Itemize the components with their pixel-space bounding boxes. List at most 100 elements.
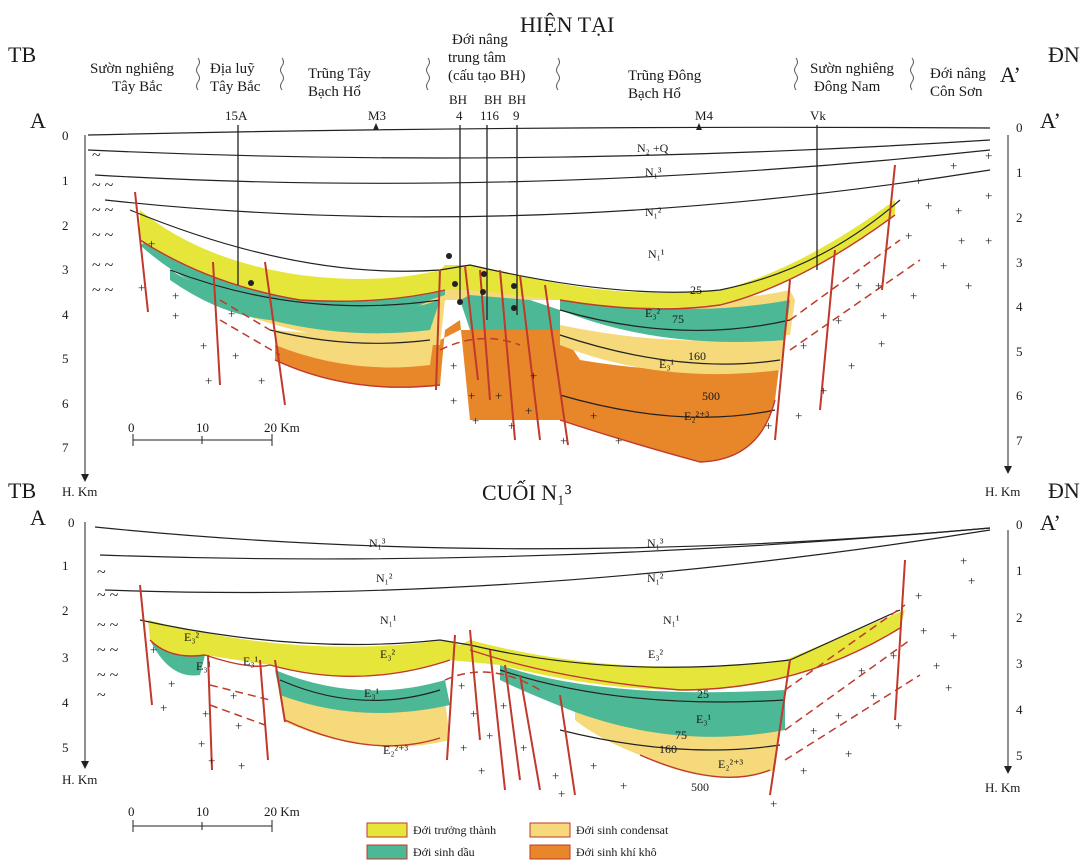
top-left-direction: TB bbox=[8, 42, 36, 67]
svg-text:~: ~ bbox=[97, 687, 106, 704]
bottom-left-ticks: 0 1 2 3 4 5 bbox=[62, 515, 75, 755]
svg-text:+: + bbox=[925, 198, 932, 213]
scale-end: 20 Km bbox=[264, 420, 300, 435]
svg-text:+: + bbox=[172, 308, 179, 323]
depth-tick-label: 3 bbox=[1016, 255, 1023, 270]
svg-text:+: + bbox=[770, 796, 777, 811]
depth-tick-label: 6 bbox=[62, 396, 69, 411]
svg-text:+: + bbox=[138, 280, 145, 295]
layer-label-e32: E₃² bbox=[184, 630, 200, 644]
bottom-dashed-contacts bbox=[209, 604, 921, 761]
top-section: HIỆN TẠI TB ĐN A A’ A’ Sườn nghiêng Tây … bbox=[8, 12, 1080, 499]
depth-tick-label: 4 bbox=[1016, 299, 1023, 314]
top-title: HIỆN TẠI bbox=[520, 12, 614, 37]
svg-text:+: + bbox=[590, 758, 597, 773]
svg-text:+: + bbox=[450, 393, 457, 408]
layer-label-n13: N₁³ bbox=[369, 536, 386, 550]
svg-text:+: + bbox=[880, 308, 887, 323]
legend-label: Đới sinh khí khô bbox=[576, 845, 657, 859]
bottom-red-contacts bbox=[149, 627, 901, 778]
right-depth-ticks: 0 1 2 3 4 5 6 7 bbox=[1016, 120, 1023, 448]
well-label-bh: BH bbox=[484, 92, 502, 107]
top-layer-labels: N₂ +Q N₁³ N₁² N₁¹ E₃² E₃¹ E₂²⁺³ 25 75 16… bbox=[637, 141, 720, 423]
top-dashed-contacts bbox=[219, 239, 921, 356]
oil-zone-a bbox=[150, 640, 205, 676]
svg-text:+: + bbox=[200, 338, 207, 353]
bottom-left-point: A bbox=[30, 505, 46, 530]
bottom-faults bbox=[139, 559, 906, 796]
layer-label-n12: N₁² bbox=[645, 205, 662, 219]
svg-text:+: + bbox=[486, 728, 493, 743]
condensate-zone-c bbox=[560, 325, 785, 375]
svg-text:+: + bbox=[228, 306, 235, 321]
bottom-horizons bbox=[94, 526, 991, 751]
svg-text:+: + bbox=[148, 236, 155, 251]
layer-label-n2q: N₂ +Q bbox=[637, 141, 669, 155]
depth-tick-label: 7 bbox=[1016, 433, 1023, 448]
layer-label-e23: E₂²⁺³ bbox=[718, 757, 743, 771]
well-label-4: 4 bbox=[456, 108, 463, 123]
svg-text:+: + bbox=[208, 753, 215, 768]
svg-text:+: + bbox=[945, 680, 952, 695]
bottom-scale-bar: 0 10 20 Km bbox=[128, 804, 300, 832]
depth-tick-label: 6 bbox=[1016, 388, 1023, 403]
depth-tick-label: 0 bbox=[1016, 120, 1023, 135]
zone-label: Địa luỹ bbox=[210, 61, 255, 77]
zone-label: (cấu tạo BH) bbox=[448, 68, 525, 84]
depth-tick-label: 0 bbox=[1016, 517, 1023, 532]
oil-zone-a bbox=[140, 240, 445, 323]
depth-tick-label: 1 bbox=[1016, 563, 1023, 578]
scale-start: 0 bbox=[128, 804, 135, 819]
layer-label-e32: E₃² bbox=[645, 306, 661, 320]
svg-text:+: + bbox=[450, 358, 457, 373]
layer-label-e31: E₃¹ bbox=[364, 686, 380, 700]
svg-text:+: + bbox=[520, 740, 527, 755]
svg-text:+: + bbox=[800, 763, 807, 778]
svg-text:+: + bbox=[620, 778, 627, 793]
svg-text:+: + bbox=[933, 658, 940, 673]
svg-text:+: + bbox=[920, 623, 927, 638]
zone-label: Sườn nghiêng bbox=[810, 61, 894, 77]
svg-text:+: + bbox=[875, 278, 882, 293]
svg-text:~: ~ bbox=[97, 564, 106, 581]
svg-text:+: + bbox=[558, 786, 565, 801]
svg-text:~ ~: ~ ~ bbox=[92, 227, 114, 244]
layer-label-n11: N₁¹ bbox=[380, 613, 397, 627]
well-top-markers bbox=[373, 123, 702, 130]
layer-label-n12: N₁² bbox=[376, 571, 393, 585]
depth-tick-label: 5 bbox=[1016, 748, 1023, 763]
isoline-500: 500 bbox=[691, 780, 709, 794]
svg-text:+: + bbox=[472, 413, 479, 428]
zone-label: Trũng Đông bbox=[628, 68, 702, 84]
zone-label: Đới nâng bbox=[452, 32, 508, 48]
svg-text:+: + bbox=[845, 746, 852, 761]
depth-tick-label: 5 bbox=[62, 351, 69, 366]
layer-label-n11: N₁¹ bbox=[663, 613, 680, 627]
zone-label: Trũng Tây bbox=[308, 66, 371, 82]
svg-text:+: + bbox=[500, 698, 507, 713]
svg-text:~ ~: ~ ~ bbox=[97, 667, 119, 684]
depth-tick-label: 1 bbox=[62, 558, 69, 573]
svg-text:+: + bbox=[560, 433, 567, 448]
svg-text:+: + bbox=[895, 718, 902, 733]
bottom-basement-waves: ~~ ~ ~ ~~ ~ ~ ~~ bbox=[97, 564, 119, 704]
svg-text:+: + bbox=[150, 642, 157, 657]
svg-text:+: + bbox=[168, 676, 175, 691]
zone-label: Tây Bắc bbox=[112, 79, 163, 95]
layer-label-e32: E₃² bbox=[380, 647, 396, 661]
isoline-160: 160 bbox=[659, 742, 677, 756]
top-right-direction: ĐN bbox=[1048, 42, 1080, 67]
svg-text:~ ~: ~ ~ bbox=[92, 177, 114, 194]
isoline-160: 160 bbox=[688, 349, 706, 363]
svg-text:+: + bbox=[508, 418, 515, 433]
bottom-right-axis-unit: H. Km bbox=[985, 780, 1020, 795]
depth-tick-label: 0 bbox=[62, 128, 69, 143]
depth-tick-label: 3 bbox=[62, 262, 69, 277]
top-wells bbox=[237, 125, 818, 320]
scale-mid: 10 bbox=[196, 804, 209, 819]
zone-label: Sườn nghiêng bbox=[90, 61, 174, 77]
svg-text:~ ~: ~ ~ bbox=[92, 202, 114, 219]
svg-text:+: + bbox=[910, 288, 917, 303]
depth-tick-label: 3 bbox=[62, 650, 69, 665]
